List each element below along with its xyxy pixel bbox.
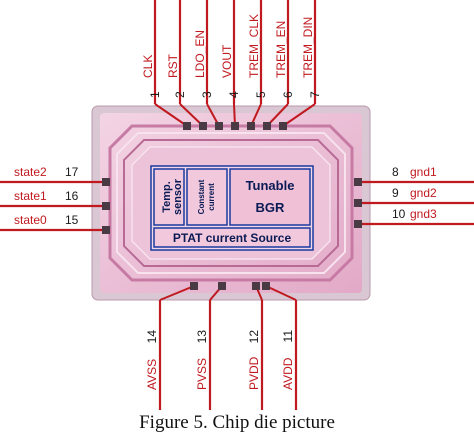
top-pin-label: TREM_CLK (247, 14, 261, 78)
bond-pad (190, 282, 198, 290)
top-pin-number: 7 (308, 91, 322, 98)
bond-pad (247, 122, 255, 130)
right-pin-label: gnd2 (410, 186, 437, 200)
temp-sensor-label-1: Temp. (161, 181, 173, 213)
left-pin-number: 17 (65, 165, 79, 179)
guard-ring-inner (123, 139, 339, 267)
bond-pad (183, 122, 191, 130)
right-pin-label: gnd1 (410, 165, 437, 179)
top-pin-label: TREM_DIN (301, 17, 315, 78)
chip-die-diagram: Temp. sensor Constant current Tunable BG… (0, 0, 474, 410)
bond-pad (102, 178, 110, 186)
bgr-label-1: Tunable (246, 178, 295, 193)
bond-wire (282, 103, 316, 127)
bottom-pin-number: 14 (145, 330, 159, 344)
right-pin-number: 10 (392, 207, 406, 221)
constant-current-block (186, 168, 228, 226)
right-pin-label: gnd3 (410, 207, 437, 221)
bond-wire (159, 285, 195, 301)
constant-current-label-2: current (207, 183, 216, 211)
bond-pad (263, 122, 271, 130)
bond-pad (218, 282, 226, 290)
right-pin-number: 9 (392, 186, 399, 200)
top-pin-label: LDO_EN (193, 30, 207, 78)
top-pin-number: 1 (148, 91, 162, 98)
top-pin-label: CLK (141, 55, 155, 78)
top-pin-label: VOUT (220, 44, 234, 78)
bond-pad (354, 178, 362, 186)
bond-pad (215, 122, 223, 130)
left-pin-label: state1 (14, 189, 47, 203)
bond-pad (102, 202, 110, 210)
left-pin-number: 16 (65, 189, 79, 203)
left-pin-label: state0 (14, 213, 47, 227)
bond-pad (262, 282, 270, 290)
figure-caption: Figure 5. Chip die picture (139, 412, 335, 433)
bottom-pin-label: PVDD (247, 356, 261, 390)
bond-pad (199, 122, 207, 130)
top-pin-label: TREM_EN (274, 21, 288, 78)
top-pin-label: RST (166, 53, 180, 78)
bond-wire (154, 103, 188, 127)
temp-sensor-block (153, 168, 185, 226)
bottom-pin-number: 11 (281, 330, 295, 343)
temp-sensor-label-2: sensor (172, 178, 184, 215)
bottom-pin-label: AVDD (281, 357, 295, 390)
bond-pad (252, 282, 260, 290)
top-pin-number: 2 (173, 91, 187, 98)
bond-pad (279, 122, 287, 130)
bond-pad (354, 199, 362, 207)
guard-ring-middle (116, 132, 346, 274)
bgr-label-2: BGR (256, 200, 286, 215)
bottom-pin-number: 12 (247, 330, 261, 344)
left-pin-number: 15 (65, 213, 79, 227)
ptat-label: PTAT current Source (173, 231, 292, 245)
functional-blocks: Temp. sensor Constant current Tunable BG… (150, 165, 314, 251)
ptat-current-source-block (153, 227, 311, 248)
left-pin-label: state2 (14, 165, 47, 179)
constant-current-label-1: Constant (197, 179, 206, 214)
bottom-pin-label: AVSS (145, 359, 159, 390)
bottom-pin-number: 13 (195, 330, 209, 344)
top-pin-number: 3 (200, 91, 214, 98)
top-pin-number: 4 (227, 91, 241, 98)
bond-pad (102, 226, 110, 234)
bottom-pin-label: PVSS (195, 358, 209, 390)
bond-wire (265, 285, 297, 301)
right-pin-number: 8 (392, 165, 399, 179)
tunable-bgr-block (229, 168, 311, 226)
bond-pad (231, 122, 239, 130)
bond-pad (354, 220, 362, 228)
top-pin-number: 6 (281, 91, 295, 98)
top-pin-number: 5 (254, 91, 268, 98)
